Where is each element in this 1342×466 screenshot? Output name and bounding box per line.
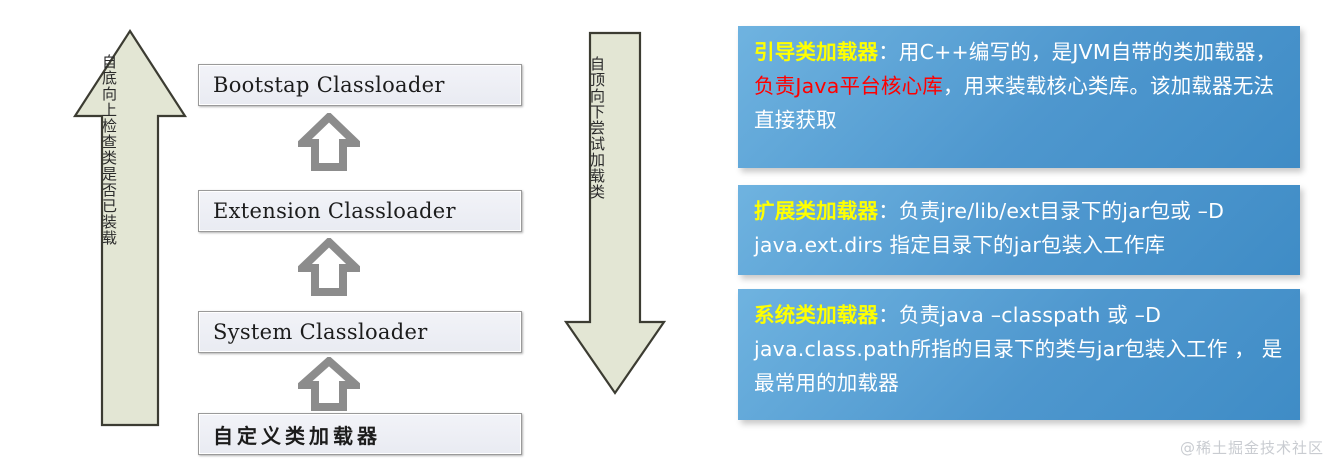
- callout-extension-keyword: 扩展类加载器: [754, 199, 879, 223]
- callout-bootstrap-classloader[interactable]: 引导类加载器：用C++编写的，是JVM自带的类加载器， 负责Java平台核心库，用…: [738, 26, 1300, 168]
- box-bootstrap-classloader[interactable]: Bootstap Classloader: [198, 64, 522, 106]
- box-extension-classloader[interactable]: Extension Classloader: [198, 190, 522, 232]
- box-extension-classloader-label: Extension Classloader: [213, 199, 456, 223]
- callout-bootstrap-text-1: ：用C++编写的，是JVM自带的类加载器，: [878, 40, 1277, 64]
- callout-system-keyword: 系统类加载器: [754, 303, 879, 327]
- connector-arrow-custom-to-system: [298, 357, 360, 411]
- callout-extension-text: ：负责jre/lib/ext目录下的jar包或 –D java.ext.dirs…: [754, 199, 1225, 257]
- parent-delegation-up-arrow: [72, 28, 188, 428]
- box-system-classloader[interactable]: System Classloader: [198, 311, 522, 353]
- callout-bootstrap-keyword: 引导类加载器: [754, 40, 879, 64]
- up-arrow-label: 自底向上检查类是否已装载: [100, 54, 118, 246]
- box-custom-classloader[interactable]: 自定义类加载器: [198, 413, 522, 455]
- box-custom-classloader-label: 自定义类加载器: [213, 423, 381, 448]
- callout-extension-classloader[interactable]: 扩展类加载器：负责jre/lib/ext目录下的jar包或 –D java.ex…: [738, 185, 1300, 275]
- box-bootstrap-classloader-label: Bootstap Classloader: [213, 73, 445, 97]
- down-arrow-label: 自顶向下尝试加载类: [588, 56, 606, 200]
- connector-arrow-extension-to-bootstrap: [298, 113, 360, 171]
- box-system-classloader-label: System Classloader: [213, 320, 428, 344]
- callout-system-text: ：负责java –classpath 或 –D java.class.path所…: [754, 303, 1283, 395]
- callout-bootstrap-text-highlight: 负责Java平台核心库: [754, 74, 944, 98]
- classloader-delegation-diagram: 自底向上检查类是否已装载 自顶向下尝试加载类 Bootstap Classloa…: [72, 28, 667, 455]
- callout-system-classloader[interactable]: 系统类加载器：负责java –classpath 或 –D java.class…: [738, 289, 1300, 420]
- callout-bootstrap-text-2: ，用来装载核心类库。该加载器无法直接获取: [754, 74, 1275, 132]
- connector-arrow-system-to-extension: [298, 238, 360, 296]
- load-attempt-down-arrow: [563, 30, 667, 396]
- watermark: @稀土掘金技术社区: [1179, 439, 1324, 457]
